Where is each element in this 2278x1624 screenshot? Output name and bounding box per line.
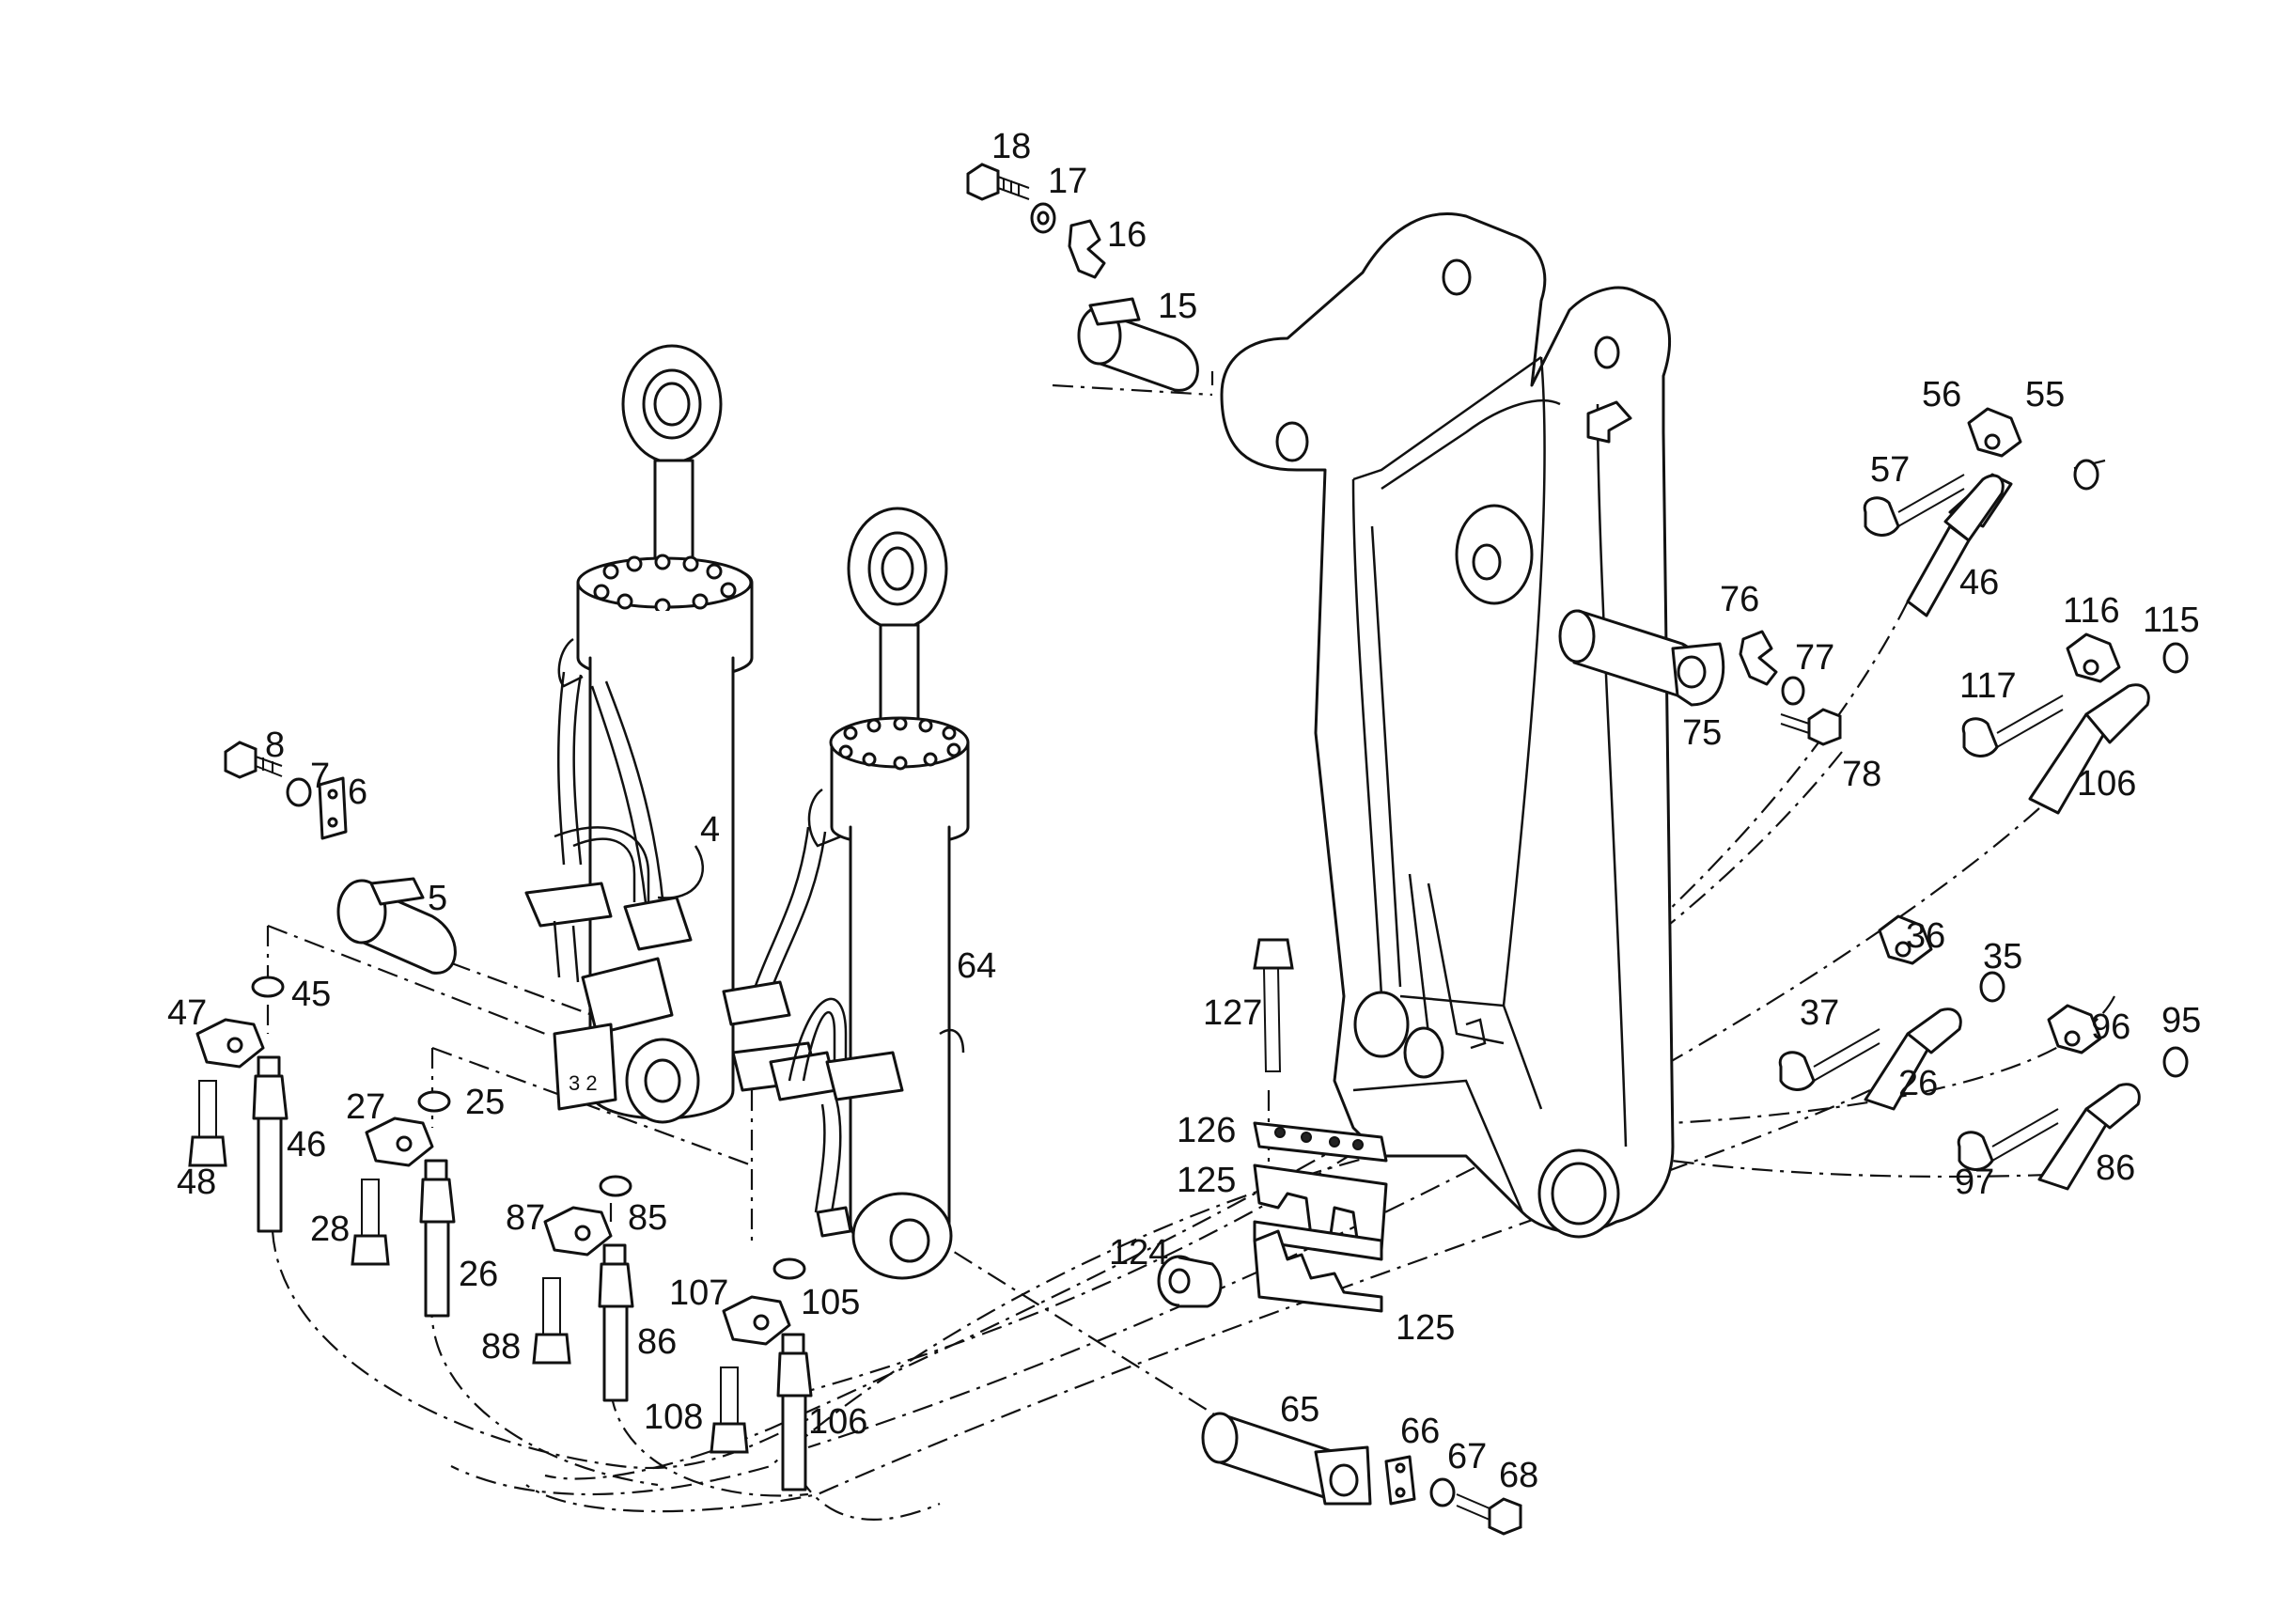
callout-125: 125 xyxy=(1177,1161,1236,1200)
callout-4: 4 xyxy=(700,810,720,850)
callout-124: 124 xyxy=(1109,1233,1168,1273)
hardware-right-top xyxy=(1863,407,2099,617)
callout-26: 26 xyxy=(1898,1064,1938,1103)
callout-55: 55 xyxy=(2025,375,2065,414)
callout-125: 125 xyxy=(1396,1308,1455,1348)
callout-106: 106 xyxy=(2077,764,2136,804)
callout-6: 6 xyxy=(348,773,367,812)
cylinder-head-bolts-right xyxy=(838,716,961,771)
boom-frame xyxy=(1220,212,1675,1239)
callout-75: 75 xyxy=(1682,713,1722,753)
hardware-center-bottom xyxy=(1157,938,1522,1536)
callout-36: 36 xyxy=(1906,916,1945,956)
callout-95: 95 xyxy=(2161,1001,2201,1040)
callout-46: 46 xyxy=(1959,563,1999,602)
callout-45: 45 xyxy=(291,975,331,1014)
callout-77: 77 xyxy=(1795,638,1834,678)
callout-66: 66 xyxy=(1400,1412,1440,1451)
callout-67: 67 xyxy=(1447,1437,1487,1476)
callout-86: 86 xyxy=(2096,1148,2135,1188)
hardware-lower-left-column xyxy=(188,976,813,1491)
callout-65: 65 xyxy=(1280,1390,1319,1429)
callout-78: 78 xyxy=(1842,755,1881,794)
callout-68: 68 xyxy=(1499,1456,1538,1495)
callout-15: 15 xyxy=(1158,287,1197,326)
callout-87: 87 xyxy=(506,1198,545,1238)
hardware-top xyxy=(966,163,1842,746)
callout-27: 27 xyxy=(346,1087,385,1127)
pin-65 xyxy=(1201,1412,1372,1506)
svg-text:3 2: 3 2 xyxy=(569,1071,598,1095)
callout-25: 25 xyxy=(465,1083,505,1122)
callout-64: 64 xyxy=(957,946,996,986)
hydraulic-cylinder-right xyxy=(722,507,970,1280)
hardware-right-lower xyxy=(1778,914,2189,1191)
callout-8: 8 xyxy=(265,726,285,765)
pin-5 xyxy=(336,877,457,975)
callout-47: 47 xyxy=(167,993,207,1033)
callout-86: 86 xyxy=(637,1322,677,1362)
pin-15 xyxy=(1077,297,1199,392)
callout-76: 76 xyxy=(1720,580,1759,619)
callout-48: 48 xyxy=(177,1163,216,1202)
callout-5: 5 xyxy=(428,879,447,918)
pin-75 xyxy=(1558,609,1725,707)
cylinder-head-bolts-left xyxy=(593,554,737,615)
callout-116: 116 xyxy=(2063,591,2120,631)
callout-107: 107 xyxy=(669,1273,728,1313)
callout-57: 57 xyxy=(1870,450,1910,490)
callout-56: 56 xyxy=(1922,375,1961,414)
callout-115: 115 xyxy=(2143,601,2200,640)
hardware-upper-left xyxy=(224,741,348,840)
callout-35: 35 xyxy=(1983,937,2022,976)
callout-117: 117 xyxy=(1959,666,2017,706)
callout-88: 88 xyxy=(481,1327,521,1366)
callout-105: 105 xyxy=(801,1283,860,1322)
callout-18: 18 xyxy=(991,127,1031,166)
callout-96: 96 xyxy=(2091,1007,2130,1047)
callout-28: 28 xyxy=(310,1210,350,1249)
callout-37: 37 xyxy=(1800,993,1839,1033)
hydraulic-cylinder-left: 3 2 xyxy=(524,344,754,1124)
callout-26: 26 xyxy=(459,1255,498,1294)
callout-7: 7 xyxy=(310,757,330,796)
callout-126: 126 xyxy=(1177,1111,1236,1150)
hardware-right-upper-mid xyxy=(1961,632,2189,815)
callout-108: 108 xyxy=(644,1398,703,1437)
callout-17: 17 xyxy=(1048,162,1087,201)
callout-85: 85 xyxy=(628,1198,667,1238)
callout-97: 97 xyxy=(1955,1163,1994,1202)
callout-16: 16 xyxy=(1107,215,1147,255)
callout-106: 106 xyxy=(808,1402,867,1442)
callout-127: 127 xyxy=(1203,993,1262,1033)
callout-46: 46 xyxy=(287,1125,326,1164)
